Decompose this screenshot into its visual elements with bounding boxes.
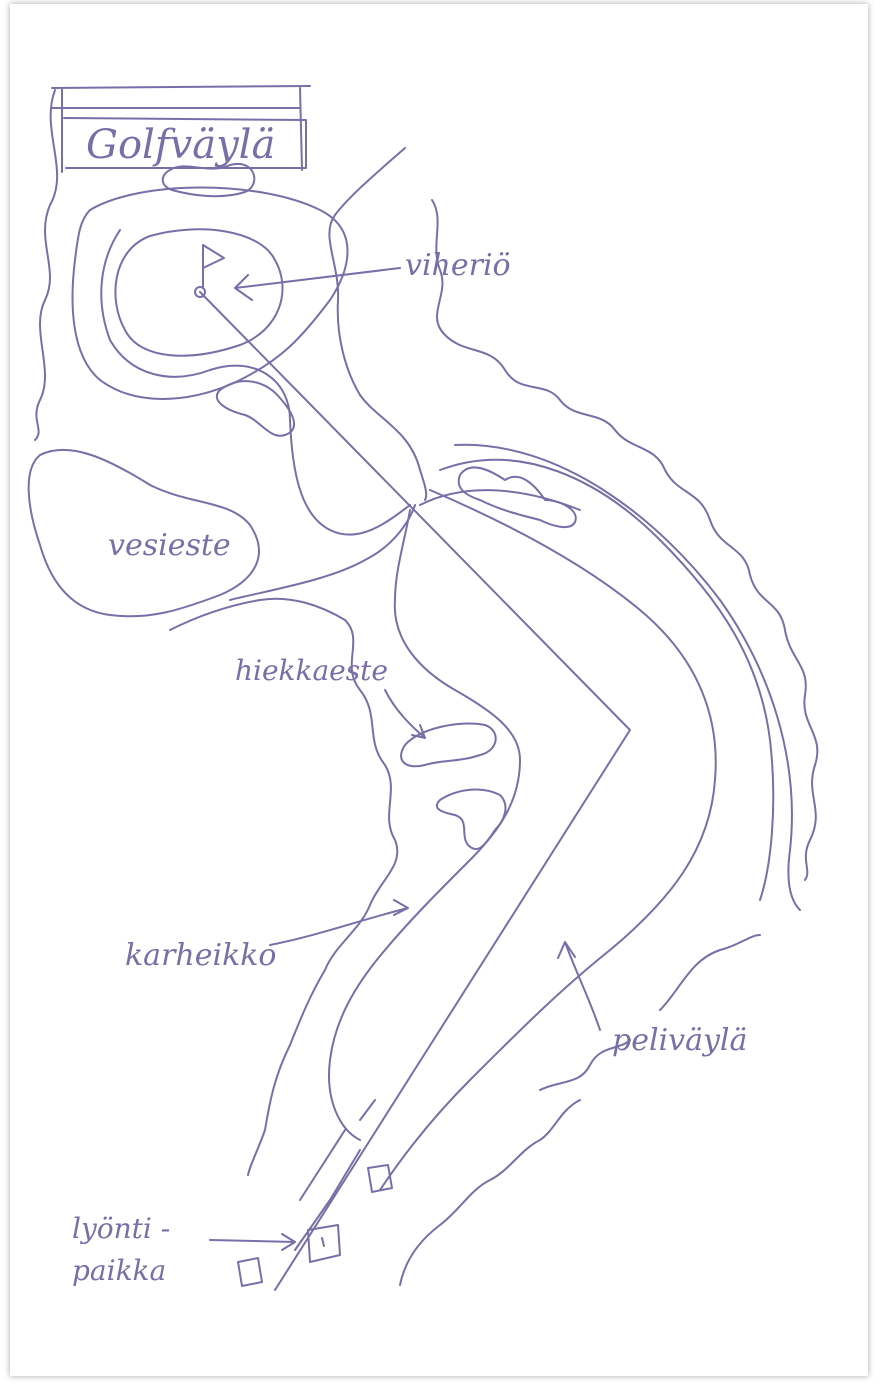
rough-right-line-3 bbox=[420, 490, 580, 510]
fairway-left-edge-mid bbox=[329, 510, 520, 1140]
rough-label: karheikko bbox=[125, 938, 277, 973]
tee-marker-left bbox=[238, 1258, 262, 1286]
rough-label-arrow bbox=[270, 900, 408, 945]
tee-label-line1: lyönti - bbox=[72, 1212, 170, 1245]
fairway-left-tee-edge bbox=[295, 1150, 360, 1250]
green-label: viheriö bbox=[405, 248, 511, 283]
green-outline bbox=[115, 229, 282, 355]
bunker-lower bbox=[437, 790, 506, 849]
rough-right-wavy-outer bbox=[432, 200, 817, 880]
rough-right-wavy-lower bbox=[400, 935, 760, 1285]
fairway-right-edge-inner bbox=[380, 490, 716, 1190]
rough-left-edge-top bbox=[35, 90, 57, 440]
green-label-arrow bbox=[235, 268, 400, 300]
green-surround-outline bbox=[73, 188, 348, 399]
rough-right-line-2 bbox=[455, 445, 800, 910]
water-hazard-label: vesieste bbox=[108, 528, 231, 563]
tee-label-arrow bbox=[210, 1234, 295, 1250]
title-box: Golfväylä bbox=[52, 86, 310, 172]
fairway-label: peliväylä bbox=[612, 1023, 747, 1058]
fairway-label-arrow bbox=[558, 942, 600, 1030]
tee-label-line2: paikka bbox=[72, 1254, 166, 1287]
fairway-left-edge-lower bbox=[230, 505, 415, 600]
right-bunker-outline bbox=[459, 467, 576, 527]
flag-pin bbox=[195, 245, 224, 297]
flag-icon bbox=[203, 245, 224, 287]
diagram-title: Golfväylä bbox=[86, 122, 275, 168]
fairway-right-edge-outer bbox=[440, 460, 773, 900]
bunker-label: hiekkaeste bbox=[235, 654, 388, 687]
rough-right-edge-upper bbox=[329, 148, 426, 500]
bunker-label-arrow bbox=[385, 690, 425, 738]
